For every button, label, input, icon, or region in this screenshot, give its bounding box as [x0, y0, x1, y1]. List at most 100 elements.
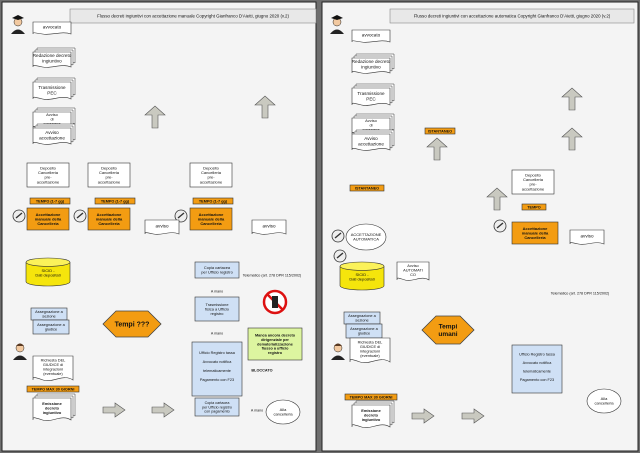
right-deposito-line: Deposito [525, 173, 542, 178]
right-istantaneo-2 [349, 184, 385, 192]
stamp-icon-r1 [331, 229, 345, 243]
prohibited-figure [272, 296, 278, 308]
stamp-icon-r1-handle [334, 232, 342, 239]
lawyer-figure-right-body [330, 29, 344, 34]
left-acc3-box [189, 207, 233, 231]
right-acc-manuale-line: manuale della [522, 230, 549, 235]
right-avviso-line: avviso [580, 234, 593, 239]
left-sicid-db-top [25, 257, 71, 267]
right-richiesta-line: GIUDICE di [360, 344, 380, 349]
left-copia-line: per Ufficio registro [201, 270, 233, 275]
left-acc1-line: Cancelleria [37, 221, 59, 226]
left-deposito3-line: Cancelleria [201, 170, 222, 175]
judge-figure-left [13, 343, 27, 360]
left-trasmissione-fisica-line: Trasmissione [206, 302, 229, 307]
right-avviso-doc-shape [569, 229, 605, 245]
stamp-icon-3-handle [177, 212, 185, 219]
left-telematico: Telematico (art. 278 DPR 115/2002) [243, 273, 302, 277]
right-accettazione-doc [351, 129, 395, 151]
stamp-icon-2 [73, 209, 87, 223]
left-tempo-2-text-line: TEMPO (1-7 gg) [101, 199, 130, 203]
left-deposito3-box [189, 162, 233, 188]
left-copia-pagamento-line: per Ufficio registro [202, 405, 232, 409]
left-avviso-1-line: avviso [155, 224, 168, 229]
left-tempi: Tempi ??? [115, 321, 150, 328]
right-redazione-line: ingiuntivo [361, 64, 381, 69]
right-ufficio-line: Avvocato notifica [523, 361, 553, 365]
left-richiesta-line: integrazioni [43, 367, 63, 372]
left-trasmissione-line: PEC [47, 90, 57, 95]
left-deposito3-line: Deposito [203, 166, 220, 171]
left-deposito1-line: accettazione [37, 179, 60, 184]
right-right-arrow-1 [411, 408, 435, 424]
right-acc-auto-ellipse [345, 223, 387, 251]
left-right-arrow-1 [102, 402, 126, 418]
left-title: Flusso decreti ingiuntivi con accettazio… [97, 14, 289, 19]
right-istantaneo-1 [424, 127, 456, 135]
right-istantaneo-2-text-line: ISTANTANEO [355, 186, 379, 190]
right-tempo [521, 203, 547, 211]
right-sicid-db-top [339, 261, 385, 271]
left-avvocato: avvocato [43, 25, 62, 30]
right-acc-auto-line: ACCETTAZIONE [351, 232, 382, 237]
left-tempo-1-text: TEMPO (1-7 gg) [36, 199, 65, 203]
left-ufficio-line: telematicamente [203, 369, 231, 373]
left-deposito2-line: Cancelleria [99, 170, 120, 175]
left-avviso-accettazione-line: Avviso [45, 130, 59, 135]
right-avviso-auto-line: AUTOMATI [403, 267, 423, 272]
right-istantaneo-1-text: ISTANTANEO [428, 129, 452, 133]
right-deposito-line: accettazione [522, 186, 545, 191]
right-trasmissione-doc [351, 83, 395, 106]
left-cancelleria-line: Alla [280, 407, 287, 412]
right-avviso-accettazione-line: Avviso [364, 136, 378, 141]
left-tempo-1-text-line: TEMPO (1-7 gg) [36, 199, 65, 203]
left-a-mano-2-line: A mano [211, 331, 223, 335]
right-assegn-sezione-line: sezione [355, 318, 368, 323]
left-avviso-doc-1-shape [144, 219, 180, 235]
stamp-icon-2-handle [76, 212, 84, 219]
right-ufficio-line: Pagamento con F23 [520, 378, 554, 382]
left-copia-pagamento-line: con pagamento [204, 410, 229, 414]
right-avviso-auto-line: CO [410, 272, 416, 277]
right-avvocato: avvocato [362, 33, 381, 38]
right-avviso-consegna-line: di [369, 122, 372, 127]
left-avvocato-line: avvocato [43, 25, 62, 30]
right-richiesta-line: integrazioni [360, 349, 380, 354]
left-deposito3-line: accettazione [200, 179, 223, 184]
right-tempo-text: TEMPO [527, 205, 541, 209]
left-avviso-consegna-line: di [50, 116, 53, 121]
left-acc1-line: manuale della [35, 216, 62, 221]
left-acc3-line: Cancelleria [200, 221, 222, 226]
left-trasmissione-fisica-box [194, 296, 240, 322]
right-ufficio-line: Ufficio Registro tassa [519, 353, 556, 357]
right-avviso-auto-doc-shape [396, 261, 430, 281]
left-a-mano-2: A mano [211, 331, 223, 335]
right-istantaneo-2-text: ISTANTANEO [355, 186, 379, 190]
right-richiesta-line: Richiesta DEL [358, 340, 383, 345]
left-emissione-line: ingiuntivo [43, 410, 62, 415]
left-ufficio-line: Pagamento con F23 [200, 378, 234, 382]
left-emissione-line: decreto [45, 405, 60, 410]
left-bloccato: BLOCCATO [251, 368, 272, 372]
left-ufficio-line: Avvocato notifica [203, 360, 233, 364]
left-richiesta-line: (eventuale) [43, 371, 63, 376]
right-emissione-doc-shape [351, 404, 391, 428]
right-deposito-line: pre- [529, 182, 537, 187]
left-right-arrow-2 [151, 402, 175, 418]
left-acc3-line: manuale della [198, 216, 225, 221]
left-sicid-line: SICID - [41, 268, 55, 273]
right-trasmissione-line: PEC [366, 96, 376, 101]
stamp-icon-1-handle [15, 212, 23, 219]
left-acc2-line: Accettazione [97, 212, 122, 217]
